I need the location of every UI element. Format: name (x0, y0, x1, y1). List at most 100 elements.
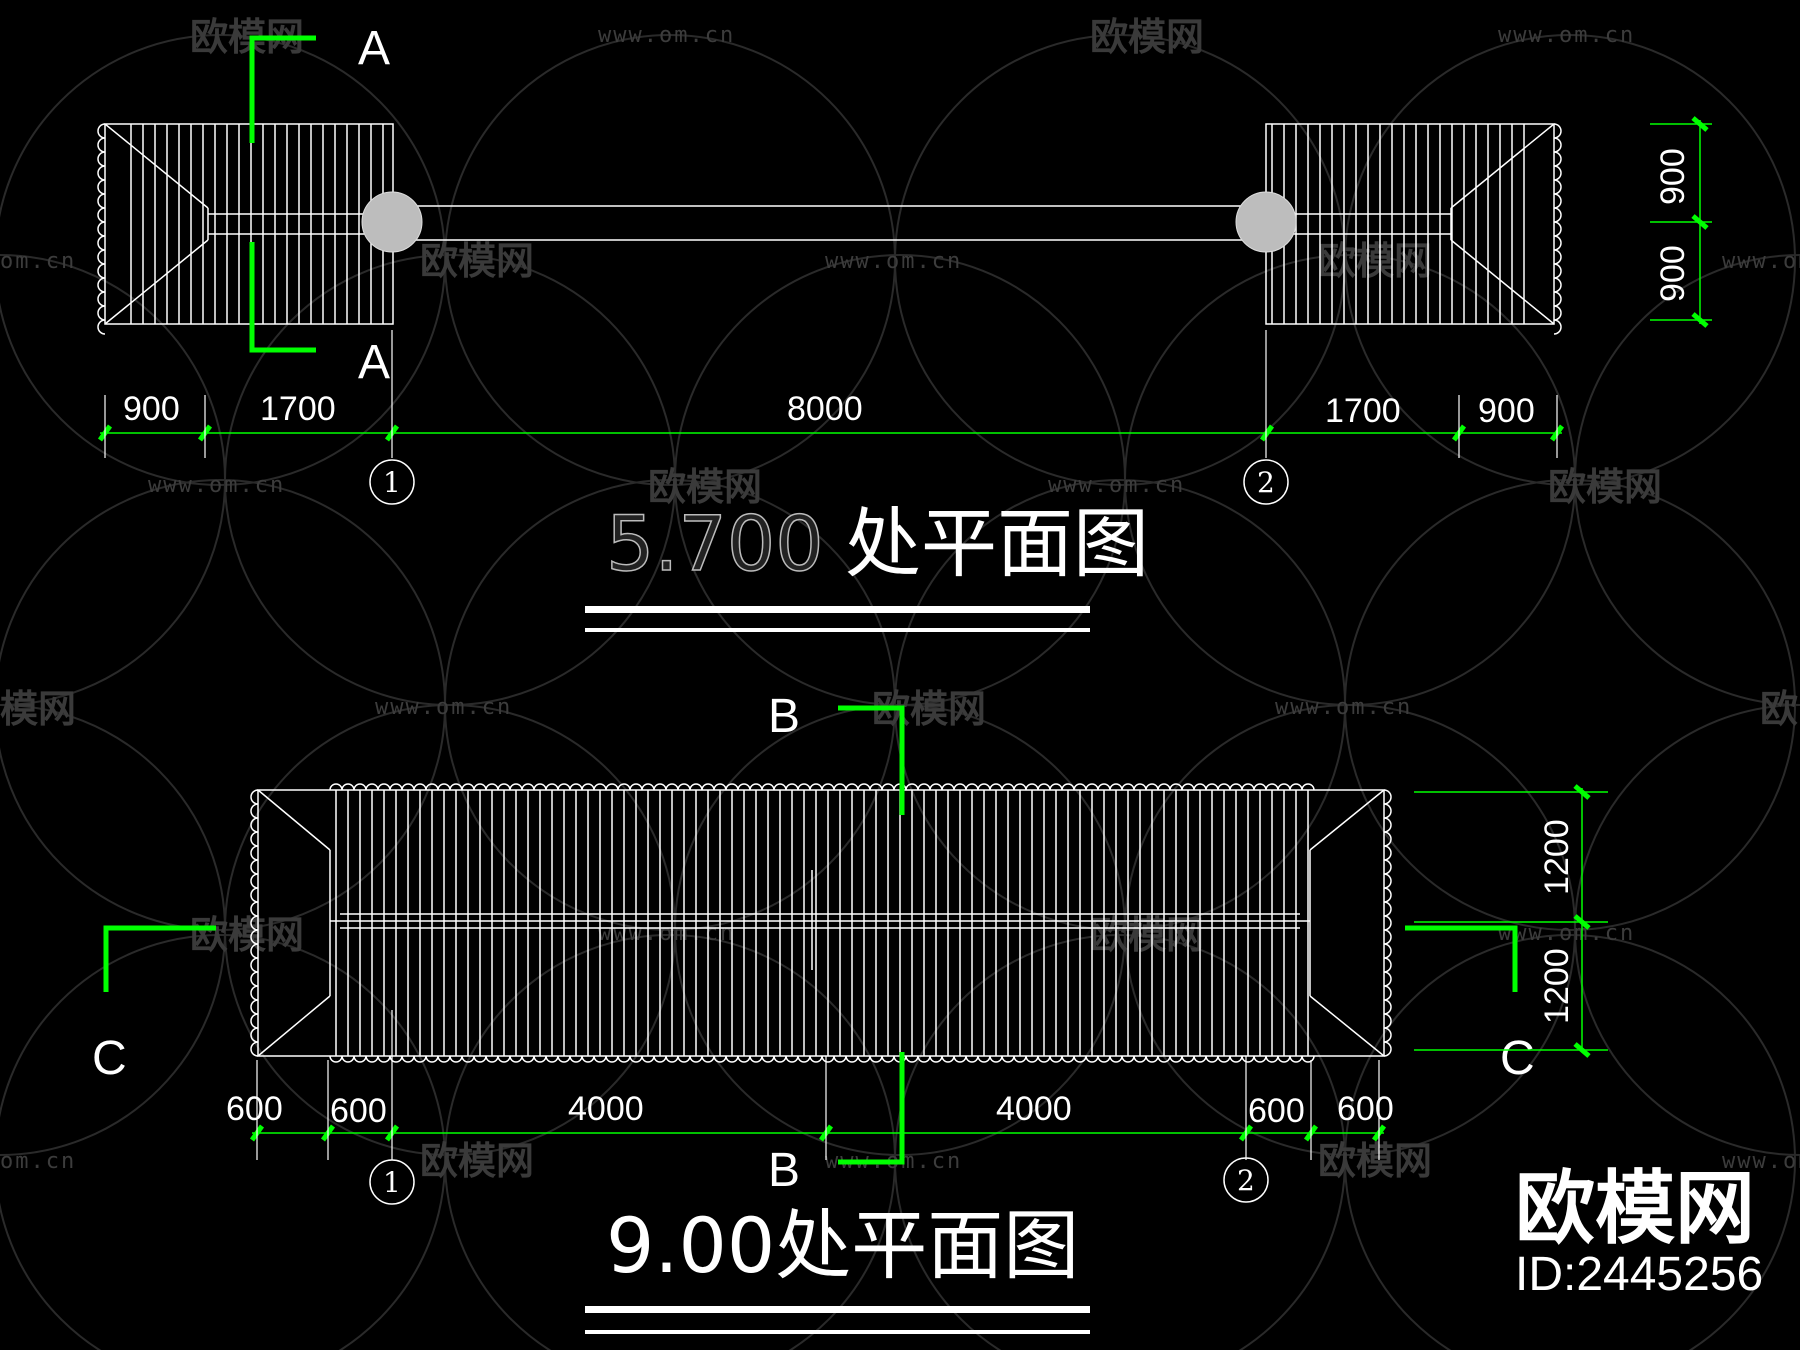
dim-900-upper: 900 (1654, 148, 1692, 205)
axis-bubble-2: 2 (1243, 459, 1289, 505)
brand-id: ID:2445256 (1515, 1248, 1763, 1301)
roof-tile-scallop (97, 151, 106, 167)
roof-tile-scallop (1553, 207, 1562, 223)
plan-top-title-text: 处平面图 (845, 499, 1149, 588)
roof-tile-scallop (1383, 901, 1392, 917)
section-cut-A (249, 35, 316, 353)
roof-tile-scallop (629, 783, 643, 791)
roof-tile-scallop (1121, 1055, 1135, 1063)
roof-tile-scallop (389, 783, 403, 791)
roof-tile-scallop (1229, 1055, 1243, 1063)
roof-tile-scallop (725, 1055, 739, 1063)
roof-tile-scallop (250, 859, 259, 875)
roof-tile-scallop (1383, 999, 1392, 1015)
roof-tile-scallop (569, 1055, 583, 1063)
roof-tile-scallop (845, 1055, 859, 1063)
svg-text:2: 2 (1237, 1164, 1255, 1197)
roof-tile-scallop (929, 783, 943, 791)
roof-tile-scallop (989, 1055, 1003, 1063)
title2-underline-thick (585, 1306, 1090, 1313)
section-cut-C (103, 925, 1518, 992)
roof-tile-scallop (97, 291, 106, 307)
roof-tile-scallop (1241, 783, 1255, 791)
roof-tile-scallop (1553, 165, 1562, 181)
roof-tile-scallop (1553, 137, 1562, 153)
roof-tile-scallop (809, 1055, 823, 1063)
roof-tile-scallop (701, 1055, 715, 1063)
watermark-url: www.om.cn (148, 473, 285, 498)
roof-tile-scallop (833, 783, 847, 791)
roof-tile-scallop (881, 1055, 895, 1063)
brand-logo-text: 欧模网 (1515, 1162, 1755, 1255)
roof-tile-scallop (1193, 783, 1207, 791)
roof-tile-scallop (1085, 783, 1099, 791)
roof-tile-scallop (97, 263, 106, 279)
roof-tile-scallop (1133, 1055, 1147, 1063)
roof-tile-scallop (665, 1055, 679, 1063)
roof-tile-scallop (677, 783, 691, 791)
roof-tile-scallop (737, 1055, 751, 1063)
roof-tile-scallop (1181, 1055, 1195, 1063)
roof-tile-scallop (1383, 929, 1392, 945)
roof-tile-scallop (593, 783, 607, 791)
watermark-texts: 欧模网 www.om.cn 欧模网 www.om.cn om.cn 欧模网 ww… (0, 15, 1800, 1183)
roof-tile-scallop (1037, 783, 1051, 791)
dim-900-left: 900 (123, 390, 180, 428)
roof-tile-scallop (1383, 971, 1392, 987)
roof-tile-scallop (977, 1055, 991, 1063)
roof-tile-scallop (545, 783, 559, 791)
roof-tile-scallop (353, 783, 367, 791)
roof-tile-scallop (97, 137, 106, 153)
roof-tile-scallop (437, 1055, 451, 1063)
watermark-url: www.om.cn (1722, 249, 1800, 274)
roof-tile-scallop (1145, 783, 1159, 791)
roof-tile-scallop (485, 1055, 499, 1063)
roof-tile-scallop (473, 783, 487, 791)
roof-tile-scallop (1383, 817, 1392, 833)
roof-tile-scallop (97, 235, 106, 251)
roof-tile-scallop (1553, 249, 1562, 265)
roof-tile-scallop (509, 1055, 523, 1063)
roof-tile-scallop (533, 783, 547, 791)
dim-600-3: 600 (1248, 1092, 1305, 1130)
roof-tile-scallop (473, 1055, 487, 1063)
roof-tile-scallop (521, 783, 535, 791)
roof-tile-scallop (929, 1055, 943, 1063)
roof-tile-scallop (761, 1055, 775, 1063)
watermark-logo: 欧模网 (1318, 239, 1432, 283)
roof-tile-scallop (1169, 1055, 1183, 1063)
roof-tile-scallop (605, 1055, 619, 1063)
roof-tile-scallop (1553, 193, 1562, 209)
watermark-url: om.cn (0, 1149, 76, 1174)
watermark-url: www.om.cn (375, 695, 512, 720)
roof-tile-scallop (1049, 783, 1063, 791)
dim-4000-right: 4000 (996, 1090, 1072, 1128)
dim-1200-lower: 1200 (1538, 948, 1576, 1024)
roof-tile-scallop (97, 207, 106, 223)
roof-tile-scallop (1553, 235, 1562, 251)
roof-tile-scallop (737, 783, 751, 791)
roof-tile-scallop (1553, 123, 1562, 139)
roof-tile-scallop (917, 783, 931, 791)
roof-tile-scallop (1383, 1041, 1392, 1057)
roof-tile-scallop (1277, 1055, 1291, 1063)
plan-top-title-number: 5.700 (606, 499, 824, 588)
roof-tile-scallop (1229, 783, 1243, 791)
roof-tile-scallop (1205, 783, 1219, 791)
watermark-logo: 欧模网 (1090, 913, 1204, 957)
svg-text:2: 2 (1257, 466, 1275, 499)
roof-tile-scallop (377, 1055, 391, 1063)
roof-tile-scallop (605, 783, 619, 791)
roof-tile-scallop (833, 1055, 847, 1063)
roof-tile-scallop (1265, 783, 1279, 791)
roof-tile-scallop (773, 783, 787, 791)
roof-tile-scallop (425, 1055, 439, 1063)
roof-tile-scallop (1553, 305, 1562, 321)
roof-tile-scallop (593, 1055, 607, 1063)
roof-tile-scallop (1301, 1055, 1315, 1063)
roof-tile-scallop (905, 1055, 919, 1063)
roof-tile-scallop (1025, 1055, 1039, 1063)
roof-tile-scallop (569, 783, 583, 791)
section-label-B-top: B (768, 690, 800, 743)
watermark-logo: 模网 (0, 687, 76, 731)
